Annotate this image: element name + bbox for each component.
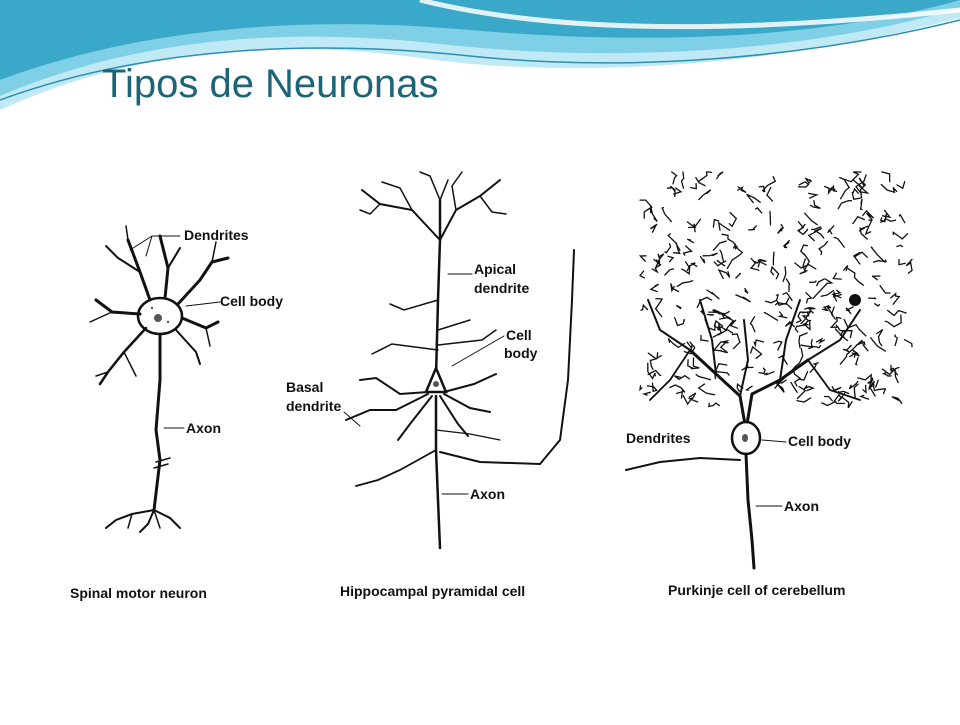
panel-hippocampal-pyramidal-cell: Apical dendrite Cell body Basal dendrite… (286, 171, 575, 599)
pyramidal-label-basal-2: dendrite (286, 398, 341, 414)
purkinje-label-cell-body: Cell body (788, 433, 851, 449)
pyramidal-cell-drawing (343, 171, 575, 550)
panel-spinal-motor-neuron: Dendrites Cell body Axon Spinal motor ne… (70, 225, 283, 601)
purkinje-cell-drawing (625, 171, 913, 570)
slide-title: Tipos de Neuronas (102, 62, 439, 106)
motor-label-axon: Axon (186, 420, 221, 436)
pyramidal-label-cell-1: Cell (506, 327, 532, 343)
motor-label-dendrites: Dendrites (184, 227, 249, 243)
pyramidal-label-basal-1: Basal (286, 379, 323, 395)
wave-front (0, 0, 960, 80)
purkinje-dendritic-arbor (638, 171, 913, 409)
wave-highlight (419, 0, 960, 30)
purkinje-label-dendrites: Dendrites (626, 430, 691, 446)
wave-line (0, 19, 960, 101)
panel-purkinje-cell: Dendrites Cell body Axon Purkinje cell o… (625, 171, 913, 598)
caption-hippocampal-pyramidal-cell: Hippocampal pyramidal cell (340, 583, 525, 599)
caption-purkinje-cell: Purkinje cell of cerebellum (668, 582, 845, 598)
pyramidal-label-apical-2: dendrite (474, 280, 529, 296)
motor-label-cell-body: Cell body (220, 293, 283, 309)
header-wave-decoration (0, 0, 960, 110)
pyramidal-label-apical-1: Apical (474, 261, 516, 277)
purkinje-label-axon: Axon (784, 498, 819, 514)
pyramidal-label-axon: Axon (470, 486, 505, 502)
motor-neuron-drawing (89, 225, 230, 533)
caption-spinal-motor-neuron: Spinal motor neuron (70, 585, 207, 601)
pyramidal-label-cell-2: body (504, 345, 538, 361)
